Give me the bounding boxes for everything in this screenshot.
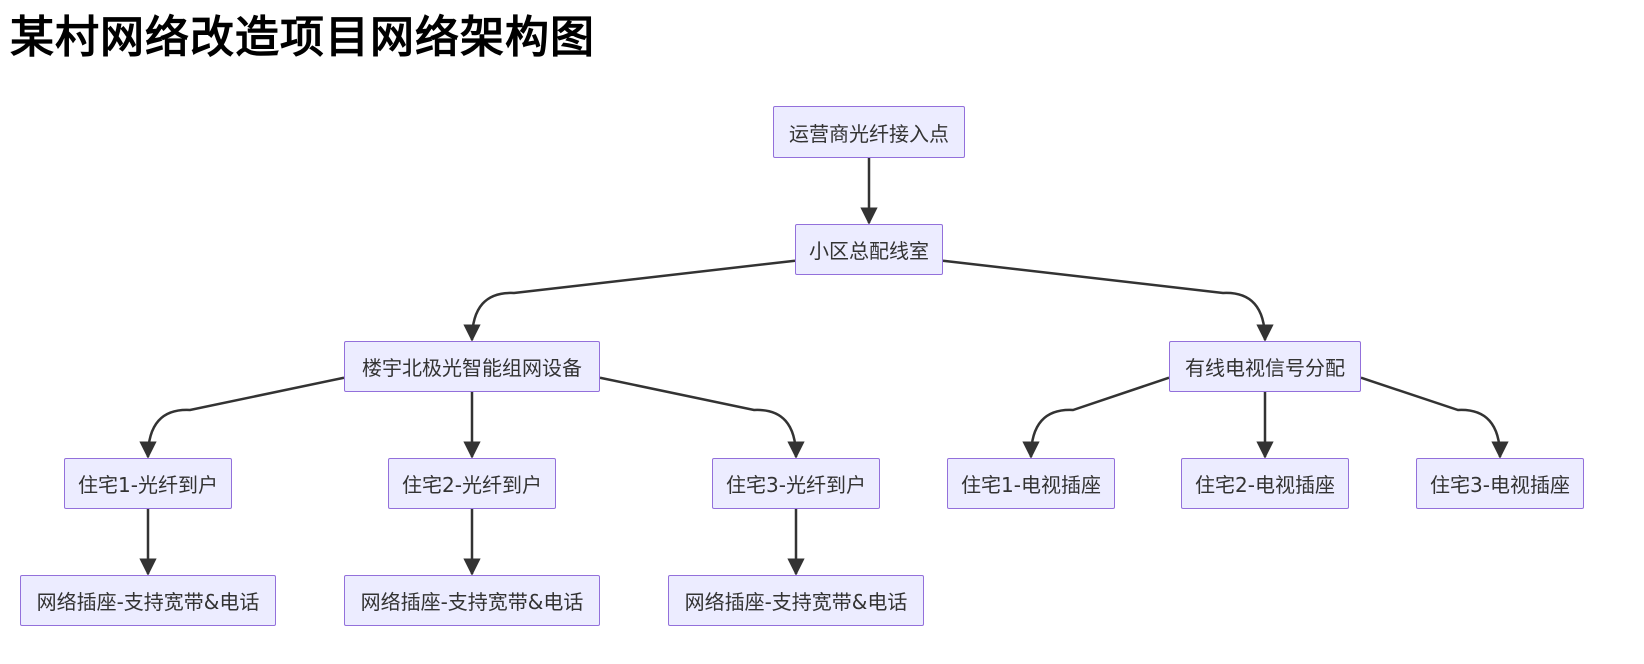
node-house3-fiber: 住宅3-光纤到户 <box>712 458 880 509</box>
edge-main-to-catv <box>942 259 1274 342</box>
node-house1-fiber: 住宅1-光纤到户 <box>64 458 232 509</box>
node-house3-tv-outlet: 住宅3-电视插座 <box>1416 458 1584 509</box>
node-catv-distribution: 有线电视信号分配 <box>1169 341 1361 392</box>
node-house1-network-socket: 网络插座-支持宽带&电话 <box>20 575 276 626</box>
node-house2-network-socket: 网络插座-支持宽带&电话 <box>344 575 600 626</box>
edge-aurora-to-h3f <box>599 376 805 459</box>
node-main-distribution-room: 小区总配线室 <box>795 224 943 275</box>
node-house2-fiber: 住宅2-光纤到户 <box>388 458 556 509</box>
edge-aurora-to-h1f <box>139 376 345 459</box>
node-house1-tv-outlet: 住宅1-电视插座 <box>947 458 1115 509</box>
diagram-title: 某村网络改造项目网络架构图 <box>10 12 595 63</box>
edge-catv-to-h3tv <box>1360 376 1509 459</box>
edge-main-to-aurora <box>463 259 796 342</box>
node-house3-network-socket: 网络插座-支持宽带&电话 <box>668 575 924 626</box>
node-isp-fiber-access: 运营商光纤接入点 <box>773 106 965 158</box>
edge-catv-to-h1tv <box>1022 376 1170 459</box>
node-aurora-network-device: 楼宇北极光智能组网设备 <box>344 341 600 392</box>
node-house2-tv-outlet: 住宅2-电视插座 <box>1181 458 1349 509</box>
